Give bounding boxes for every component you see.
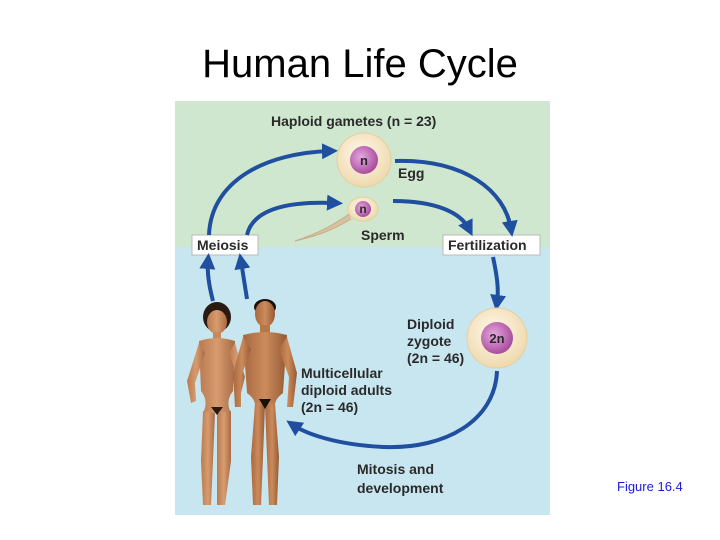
figure-label: Figure 16.4 <box>617 479 683 494</box>
fertilization-box <box>442 234 541 256</box>
zygote-label-3: (2n = 46) <box>407 350 464 366</box>
haploid-title: Haploid gametes (n = 23) <box>271 113 436 129</box>
zygote-cell: 2n <box>466 307 528 369</box>
egg-label: Egg <box>398 165 424 181</box>
life-cycle-diagram: Haploid gametes (n = 23) n Egg n Sperm M… <box>175 101 550 515</box>
adults-label-3: (2n = 46) <box>301 399 358 415</box>
arrow-adults-to-meiosis-left <box>199 253 216 302</box>
fertilization-label: Fertilization <box>448 237 527 253</box>
female-adult-illustration <box>187 302 245 505</box>
adults-label-1: Multicellular <box>301 365 383 381</box>
mitosis-label-1: Mitosis and <box>357 461 434 477</box>
svg-text:n: n <box>360 153 368 168</box>
sperm-label: Sperm <box>361 227 405 243</box>
male-adult-illustration <box>233 299 297 505</box>
arrow-adults-to-meiosis-right <box>234 253 251 300</box>
arrow-egg-to-fertilization <box>394 158 518 237</box>
arrow-sperm-to-fertilization <box>392 199 473 237</box>
svg-text:2n: 2n <box>489 331 504 346</box>
zygote-label-1: Diploid <box>407 316 454 332</box>
sperm-cell: n <box>294 196 379 242</box>
meiosis-box <box>191 234 259 256</box>
arrow-fertilization-to-zygote <box>490 256 507 311</box>
arrow-zygote-to-adults <box>286 370 499 450</box>
zygote-label-2: zygote <box>407 333 452 349</box>
arrow-meiosis-to-sperm <box>245 194 343 236</box>
adults-label-2: diploid adults <box>301 382 392 398</box>
slide-title: Human Life Cycle <box>202 42 518 86</box>
egg-cell: n <box>336 132 392 188</box>
svg-text:n: n <box>359 202 366 216</box>
mitosis-label-2: development <box>357 480 444 496</box>
meiosis-label: Meiosis <box>197 237 249 253</box>
arrow-meiosis-to-egg <box>207 143 338 236</box>
